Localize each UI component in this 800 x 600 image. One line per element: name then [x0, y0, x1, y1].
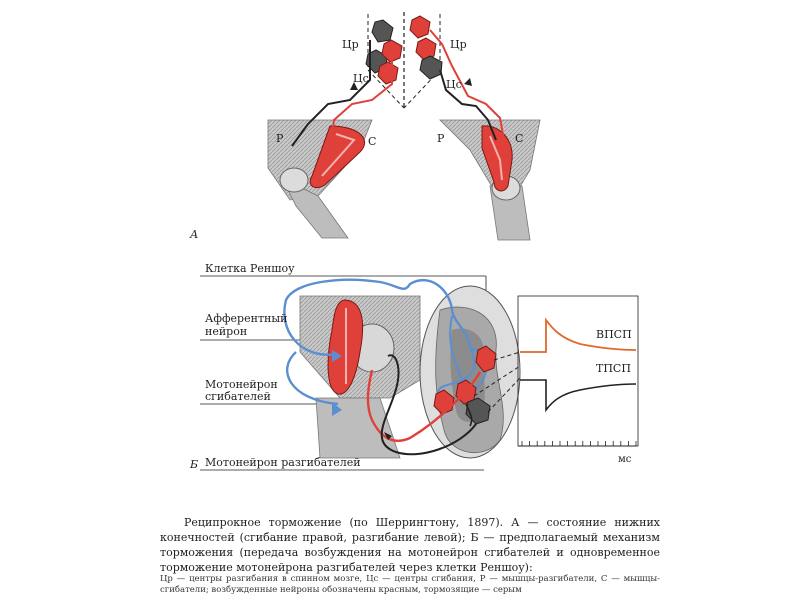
label-center-flexion-left: Цс — [353, 72, 369, 85]
leg-b-shin — [315, 397, 401, 459]
ipsp-trace — [520, 379, 637, 413]
excited-neuron-left-1 — [381, 39, 403, 63]
time-ticks — [521, 441, 637, 446]
recording-dash-1 — [493, 351, 521, 361]
label-extensor-left: Р — [276, 132, 284, 145]
panel-b: Клетка Реншоу Афферентный нейрон Мотоней… — [189, 262, 639, 471]
arrow-left — [350, 82, 358, 90]
left-flexor-muscle — [309, 125, 366, 189]
caption-text: Реципрокное торможение (по Шеррингтону, … — [160, 516, 660, 574]
left-leg — [267, 119, 373, 239]
left-muscle-shading — [321, 133, 356, 177]
label-afferent-2: нейрон — [205, 325, 247, 338]
right-flexor-muscle — [481, 125, 513, 192]
label-center-extension-left: Цр — [342, 38, 359, 51]
figure-legend: Цр — центры разгибания в спинном мозге, … — [160, 574, 660, 595]
flexion-center-neuron-right — [419, 55, 443, 80]
afferent-fiber-2 — [286, 351, 339, 406]
label-time-unit: мс — [618, 454, 632, 465]
label-extensor-right: Р — [437, 132, 445, 145]
label-flexor-right: С — [515, 132, 523, 145]
label-center-flexion-right: Цс — [446, 78, 462, 91]
left-knee — [279, 167, 309, 193]
label-flexor-mn-2: сгибателей — [205, 390, 271, 403]
label-extensor-mn: Мотонейрон разгибателей — [205, 456, 361, 469]
flexor-motoneuron — [475, 345, 497, 373]
right-leg — [439, 119, 541, 241]
panel-a-letter: А — [189, 228, 198, 241]
afferent-ending-2 — [332, 402, 342, 416]
recording-dash-2 — [487, 377, 521, 413]
afferent-branch-2 — [437, 347, 476, 393]
right-muscle-shading — [489, 135, 503, 181]
flexor-motor-fiber — [366, 369, 482, 443]
nerve-left-gray — [291, 40, 371, 147]
nerve-right-red — [429, 29, 505, 141]
left-shin — [281, 177, 349, 239]
epsp-trace — [520, 317, 637, 353]
arrow-right — [464, 78, 472, 86]
recording-dash-3 — [473, 365, 521, 397]
label-renshaw-cell: Клетка Реншоу — [205, 262, 295, 275]
panel-a: Цр Цр Цс Цс Р С Р С А — [189, 12, 541, 241]
nerve-right-gray — [439, 69, 497, 141]
panel-b-letter: Б — [189, 458, 198, 471]
afferent-ending-1 — [332, 350, 342, 362]
label-ipsp: ТПСП — [596, 362, 631, 375]
label-epsp: ВПСП — [596, 328, 632, 341]
label-center-extension-right: Цр — [450, 38, 467, 51]
cord-outline-left — [367, 14, 405, 109]
excited-neuron-left-2 — [377, 61, 399, 85]
figure-caption: Реципрокное торможение (по Шеррингтону, … — [160, 515, 660, 575]
afferent-fiber — [283, 278, 481, 356]
extensor-motor-fiber — [380, 354, 477, 456]
excited-neuron-right-2 — [415, 37, 437, 61]
excited-neuron-right-1 — [409, 15, 431, 39]
label-afferent-1: Афферентный — [205, 312, 287, 325]
nerve-left-red — [329, 60, 393, 151]
label-flexor-mn-1: Мотонейрон — [205, 378, 278, 391]
motor-arrow — [384, 432, 392, 440]
renshaw-link — [465, 403, 473, 427]
extension-center-neuron-left — [371, 19, 394, 43]
label-flexor-left: С — [368, 135, 376, 148]
